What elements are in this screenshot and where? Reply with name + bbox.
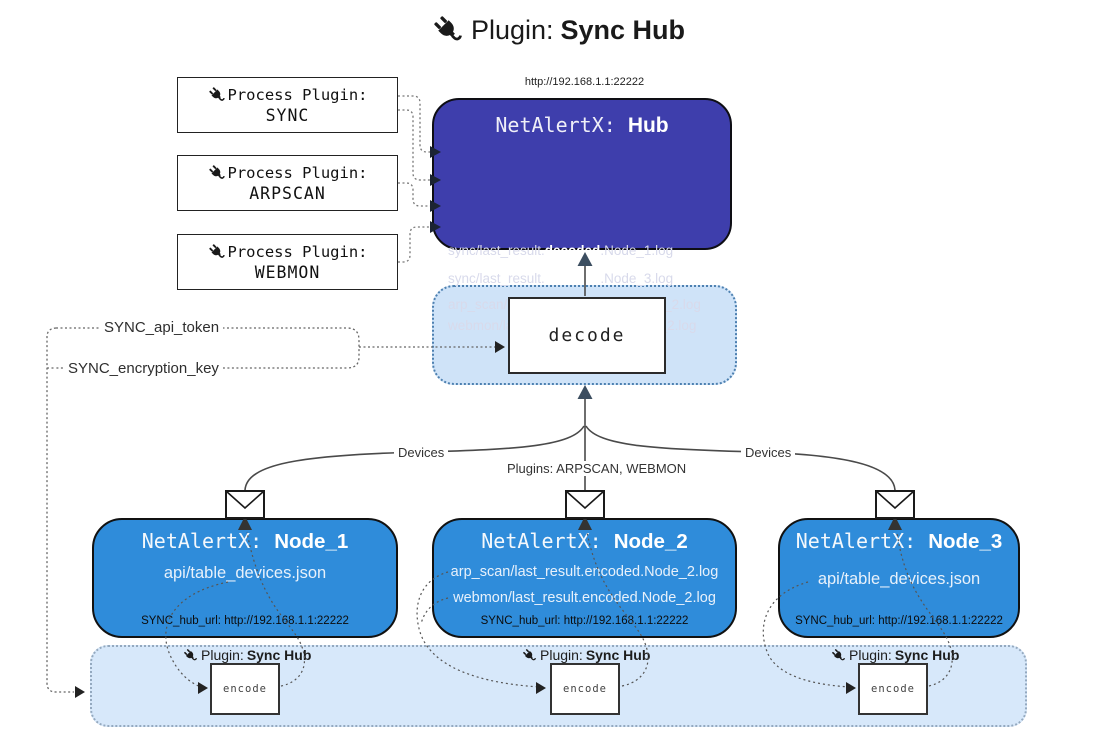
process-plugin-name: SYNC xyxy=(265,105,310,125)
hub-title-mono: NetAlertX: xyxy=(495,113,628,137)
process-plugin-label: Process Plugin: xyxy=(227,242,368,261)
plug-icon xyxy=(432,14,464,46)
plug-icon xyxy=(522,648,537,663)
process-plugin-box-sync: Process Plugin: SYNC xyxy=(177,77,398,133)
encode-box: encode xyxy=(210,663,280,715)
process-plugin-box-webmon: Process Plugin: WEBMON xyxy=(177,234,398,290)
band-plugin-label: Plugin: Sync Hub xyxy=(522,646,650,664)
hub-log-line: sync/last_result.decoded.Node_1.log xyxy=(448,243,674,258)
node-file: api/table_devices.json xyxy=(163,564,327,582)
arrowhead-into-decode xyxy=(577,385,593,399)
node-2-box: NetAlertX: Node_2 arp_scan/last_result.e… xyxy=(432,518,737,638)
node-1-box: NetAlertX: Node_1 api/table_devices.json… xyxy=(92,518,398,638)
node-hub-url: SYNC_hub_url: http://192.168.1.1:22222 xyxy=(141,615,349,627)
envelope-icon xyxy=(225,490,265,519)
node-file: webmon/last_result.encoded.Node_2.log xyxy=(453,590,716,606)
band-plugin-label: Plugin: Sync Hub xyxy=(831,646,959,664)
process-plugin-name: WEBMON xyxy=(254,262,321,282)
hub-title: NetAlertX: Hub xyxy=(434,113,730,138)
node-hub-url: SYNC_hub_url: http://192.168.1.1:22222 xyxy=(795,615,1003,627)
envelope-icon xyxy=(565,490,605,519)
hub-url-label: http://192.168.1.1:22222 xyxy=(524,76,645,88)
band-plugin-label: Plugin: Sync Hub xyxy=(183,646,311,664)
devices-label-right: Devices xyxy=(741,445,796,460)
plugin-to-hub-lines xyxy=(398,95,430,263)
node-title: NetAlertX: Node_1 xyxy=(141,529,349,553)
page-title-plain: Plugin: xyxy=(470,14,554,45)
decode-box: decode xyxy=(508,297,666,374)
encode-box: encode xyxy=(550,663,620,715)
process-plugin-label: Process Plugin: xyxy=(227,85,368,104)
plug-icon xyxy=(208,164,226,182)
decode-label: decode xyxy=(548,325,626,346)
hub-box: NetAlertX: Hub sync/last_result.decoded.… xyxy=(432,98,732,333)
plug-icon xyxy=(183,648,198,663)
sync-encryption-key-label: SYNC_encryption_key xyxy=(64,360,223,377)
node-hub-url: SYNC_hub_url: http://192.168.1.1:22222 xyxy=(480,615,689,627)
process-plugin-label: Process Plugin: xyxy=(227,163,368,182)
page-title-bold: Sync Hub xyxy=(560,14,686,45)
encode-box: encode xyxy=(858,663,928,715)
plug-icon xyxy=(208,243,226,261)
envelope-icon xyxy=(875,490,915,519)
node-3-box: NetAlertX: Node_3 api/table_devices.json… xyxy=(778,518,1020,638)
hub-log-line: sync/last_result.decoded.Node_3.log xyxy=(448,271,674,286)
page-title: Plugin: Sync Hub xyxy=(0,14,1117,46)
plug-icon xyxy=(208,86,226,104)
arrowhead-into-band xyxy=(75,686,85,698)
hub-title-bold: Hub xyxy=(627,114,669,137)
node-title: NetAlertX: Node_2 xyxy=(481,529,688,553)
node-file: api/table_devices.json xyxy=(817,570,981,588)
process-plugin-box-arpscan: Process Plugin: ARPSCAN xyxy=(177,155,398,211)
devices-label-left: Devices xyxy=(394,445,449,460)
plugins-label-center: Plugins: ARPSCAN, WEBMON xyxy=(503,461,691,476)
plug-icon xyxy=(831,648,846,663)
sync-api-token-label: SYNC_api_token xyxy=(100,319,224,336)
node-title: NetAlertX: Node_3 xyxy=(795,529,1003,553)
process-plugin-name: ARPSCAN xyxy=(249,183,326,203)
node-file: arp_scan/last_result.encoded.Node_2.log xyxy=(450,564,719,580)
